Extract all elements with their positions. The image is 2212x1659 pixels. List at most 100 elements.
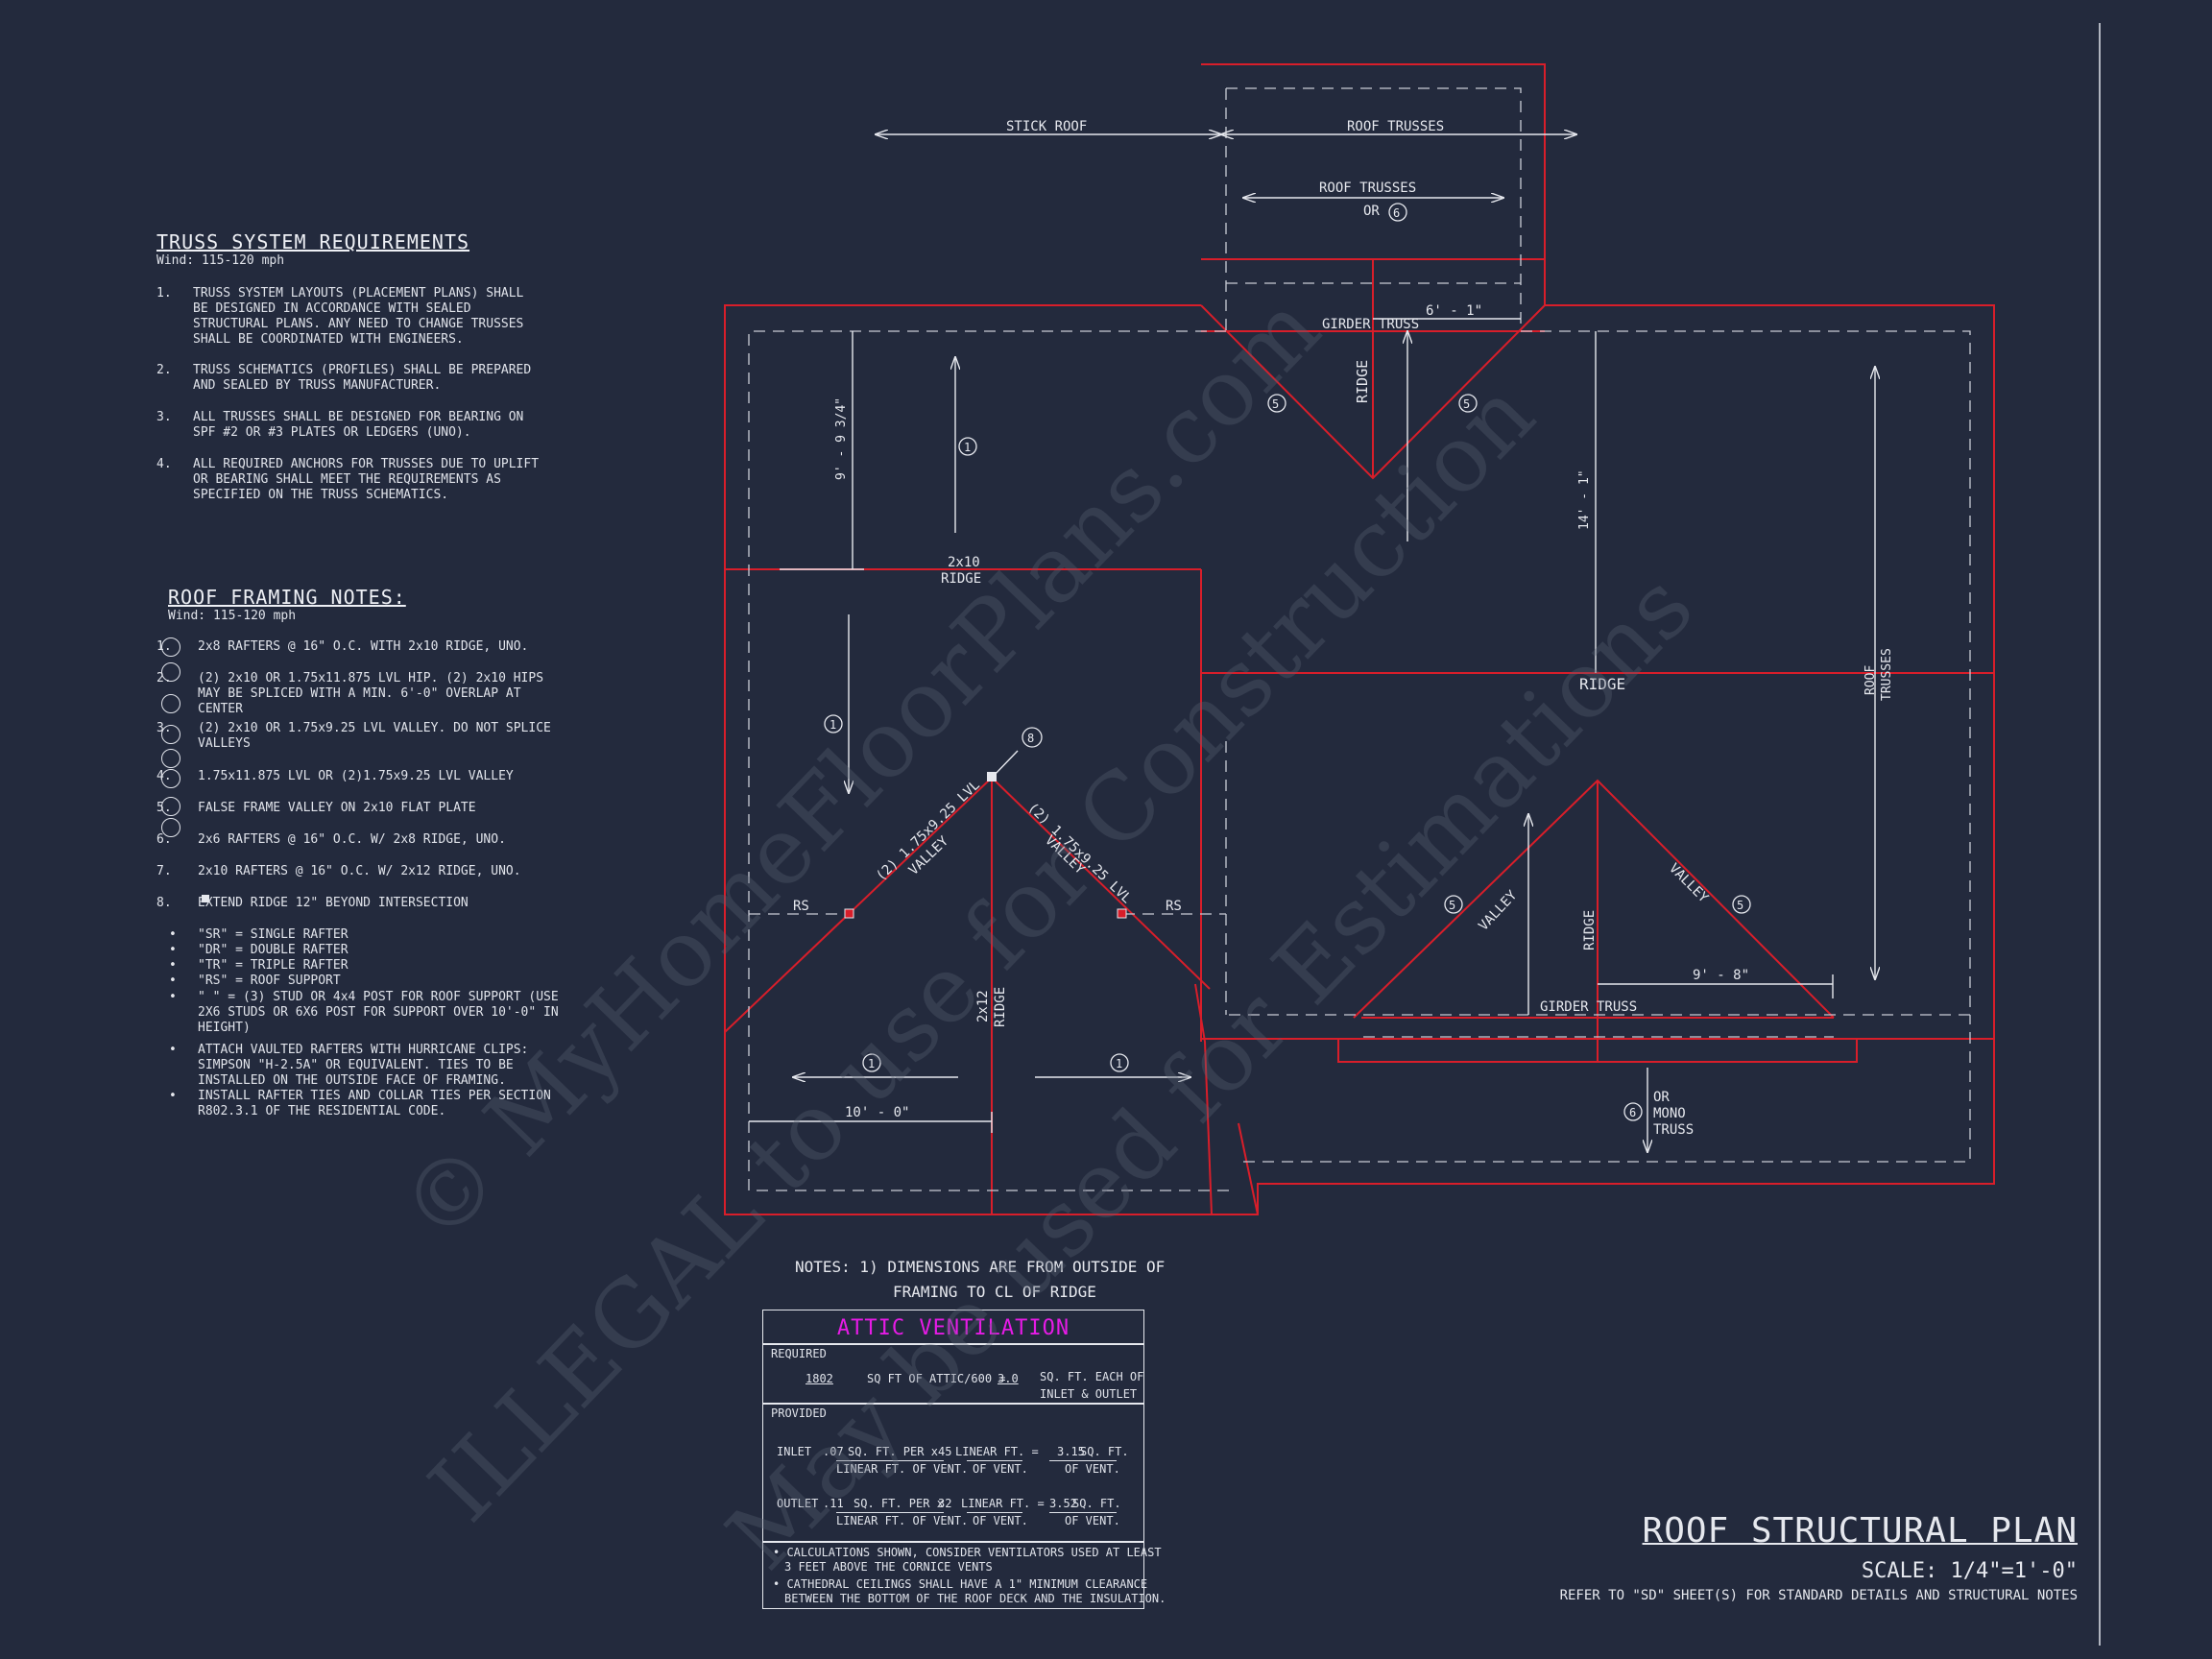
tag-1-text-4: 1: [1116, 1057, 1122, 1070]
attic-inlet-f: SQ. FT.: [1080, 1445, 1129, 1458]
framing-item-8: 8.EXTEND RIDGE 12" BEYOND INTERSECTION: [156, 896, 469, 910]
girder-truss-top-label: GIRDER TRUSS: [1322, 317, 1419, 332]
attic-outlet-rule-3: [1049, 1512, 1117, 1513]
tag-1-text-2: 1: [830, 718, 836, 732]
attic-calc-3: • CATHEDRAL CEILINGS SHALL HAVE A 1" MIN…: [773, 1577, 1148, 1591]
or-label: OR: [1363, 204, 1380, 219]
framing-item-7: 7.2x10 RAFTERS @ 16" O.C. W/ 2x12 RIDGE,…: [156, 864, 521, 878]
left-valley-line: [724, 777, 993, 1033]
tag-5-circle-4: [1732, 895, 1751, 914]
attic-req-mid: SQ FT OF ATTIC/600 =: [867, 1372, 1006, 1385]
tag-6-text-bottom: 6: [1629, 1106, 1636, 1119]
tag-5-circle-2: [1458, 394, 1478, 413]
plan-scale: SCALE: 1/4"=1'-0": [1861, 1559, 2078, 1583]
framing-circle-3: [161, 694, 180, 713]
wall-outline-main: [724, 63, 1995, 1215]
attic-inlet-sub-1: LINEAR FT. OF VENT.: [836, 1462, 969, 1476]
attic-inlet-rule-3: [1049, 1460, 1117, 1461]
dim-14-1-label: 14' - 1": [1577, 469, 1592, 530]
attic-outlet-sub-3: OF VENT.: [1065, 1514, 1120, 1527]
dim-6-1-label: 6' - 1": [1426, 303, 1482, 319]
framing-bullet-3: "TR" = TRIPLE RAFTER: [198, 958, 349, 973]
attic-req-area: 1802: [805, 1372, 833, 1385]
attic-outlet-c: 32: [938, 1497, 952, 1510]
roof-trusses-top-label: ROOF TRUSSES: [1347, 119, 1444, 134]
plan-title: ROOF STRUCTURAL PLAN: [1642, 1511, 2078, 1551]
ridge-2x10-label: 2x10: [948, 555, 980, 570]
attic-inlet-sub-3: OF VENT.: [1065, 1462, 1120, 1476]
attic-inlet-d: LINEAR FT. =: [955, 1445, 1039, 1458]
bullet-dot: •: [169, 990, 177, 1004]
ridge-2x10-label-b: RIDGE: [941, 571, 981, 587]
tag-1-circle-3: [862, 1053, 881, 1072]
attic-inlet-e: 3.15: [1057, 1445, 1085, 1458]
attic-inlet-c: 45: [938, 1445, 952, 1458]
notes-line-2: FRAMING TO CL OF RIDGE: [893, 1283, 1096, 1301]
framing-wind: Wind: 115-120 mph: [168, 609, 297, 623]
tag-8-circle: [1022, 727, 1043, 748]
framing-bullet-6: ATTACH VAULTED RAFTERS WITH HURRICANE CL…: [198, 1043, 529, 1088]
bullet-dot: •: [169, 958, 177, 973]
framing-bullet-1: "SR" = SINGLE RAFTER: [198, 927, 349, 942]
attic-title: ATTIC VENTILATION: [836, 1316, 1070, 1340]
attic-outlet-rule-2: [967, 1512, 1022, 1513]
tag-8-text: 8: [1027, 732, 1034, 745]
tag-1-circle-1: [958, 437, 977, 456]
attic-required-label: REQUIRED: [771, 1347, 827, 1360]
bullet-dot: •: [169, 1089, 177, 1103]
valley-left-label-1: (2) 1.75x9.25 LVL: [874, 778, 983, 884]
attic-req-right-2: INLET & OUTLET: [1040, 1387, 1138, 1401]
tag-1-circle-2: [824, 714, 843, 733]
attic-inlet-label: INLET: [777, 1445, 812, 1458]
tag-6-text-top: 6: [1393, 206, 1400, 220]
inner-dashed-framing: [748, 87, 1971, 1191]
tag-6-circle-bottom: [1623, 1102, 1643, 1121]
rs-left-label: RS: [793, 899, 809, 914]
right-valley-line: [991, 777, 1211, 990]
framing-circle-4: [161, 725, 180, 744]
wall-left-jog: [1194, 983, 1213, 1215]
attic-outlet-b: SQ. FT. PER x: [854, 1497, 944, 1510]
dashed-bottom-right: [1243, 1015, 1971, 1163]
framing-circle-6: [161, 769, 180, 788]
attic-divider: [763, 1343, 1143, 1345]
framing-circle-2: [161, 662, 180, 682]
tag-5-text-3: 5: [1449, 899, 1455, 912]
attic-inlet-b: SQ. FT. PER x: [848, 1445, 938, 1458]
framing-notes-title: ROOF FRAMING NOTES:: [168, 586, 406, 609]
framing-circle-5: [161, 749, 180, 768]
rs-right-label: RS: [1166, 899, 1182, 914]
tag-5-text-2: 5: [1463, 397, 1470, 411]
valley-small-left-label: VALLEY: [1476, 887, 1521, 933]
tag-1-text-1: 1: [964, 441, 971, 454]
wall-left-bottom-angle: [1238, 1122, 1259, 1215]
plan-labels: STICK ROOF ROOF TRUSSES ROOF TRUSSES OR …: [793, 119, 1894, 1138]
dashed-main: [1226, 87, 1971, 1016]
truss-requirements-title: TRUSS SYSTEM REQUIREMENTS: [156, 230, 470, 253]
notes-line-1: NOTES: 1) DIMENSIONS ARE FROM OUTSIDE OF: [795, 1258, 1166, 1276]
bullet-dot: •: [169, 927, 177, 942]
tag-5-circle-3: [1444, 895, 1463, 914]
small-gable-valleys: [1353, 779, 1835, 1019]
attic-outlet-a: .11: [823, 1497, 844, 1510]
attic-outlet-label: OUTLET: [777, 1497, 819, 1510]
ridge-small-label: RIDGE: [1582, 910, 1598, 950]
sheet-border-line: [2099, 23, 2101, 1646]
dim-9-8-label: 9' - 8": [1693, 968, 1749, 983]
truss-item-4: 4.ALL REQUIRED ANCHORS FOR TRUSSES DUE T…: [156, 457, 540, 502]
ridge-2x12-label-a: 2x12: [975, 990, 991, 1022]
rs-left-marker: [844, 908, 854, 919]
framing-bullet-2: "DR" = DOUBLE RAFTER: [198, 943, 349, 957]
top-valley: [1200, 259, 1546, 480]
attic-outlet-sub-1: LINEAR FT. OF VENT.: [836, 1514, 969, 1527]
attic-inlet-rule-1: [836, 1460, 944, 1461]
attic-outlet-rule-1: [836, 1512, 944, 1513]
framing-post-marker: [202, 895, 209, 902]
framing-bullet-4: "RS" = ROOF SUPPORT: [198, 974, 341, 988]
attic-calc-1: • CALCULATIONS SHOWN, CONSIDER VENTILATO…: [773, 1546, 1162, 1559]
attic-outlet-e: 3.52: [1049, 1497, 1077, 1510]
truss-wind: Wind: 115-120 mph: [156, 253, 285, 268]
attic-outlet-d: LINEAR FT. =: [961, 1497, 1045, 1510]
attic-provided-label: PROVIDED: [771, 1407, 827, 1420]
attic-req-value: 3.0: [998, 1372, 1019, 1385]
